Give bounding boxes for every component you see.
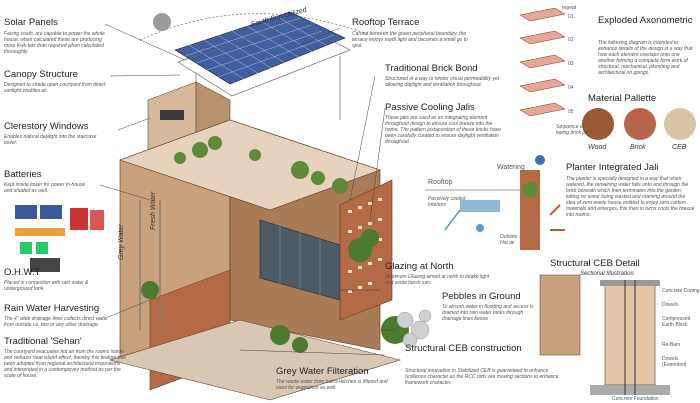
rain-water-harvesting-desc: The 4" wide drainage lines collects dire… — [4, 316, 109, 328]
exploded-axonometric-title: Exploded Axonometric — [598, 15, 693, 26]
water-tank-icon — [30, 258, 60, 272]
exploded-step-03: 03 — [568, 61, 574, 67]
ceb-detail-title: Structural CEB Detail — [550, 258, 640, 269]
planter-jali-desc: The planter is specially designed in a w… — [566, 176, 695, 218]
batteries-title: Batteries — [4, 169, 42, 180]
wood-swatch — [582, 108, 614, 140]
grey-water-pipe-label: Grey Water — [118, 224, 125, 260]
exploded-step-05: 05 — [568, 109, 574, 115]
ceb-label-earth-block: Compressed Earth Block — [662, 316, 691, 328]
sun-icon — [153, 13, 171, 31]
exploded-axonometric-desc: The following diagram is intended to enh… — [598, 40, 693, 76]
jali-outside-label: Outside Hot air — [500, 234, 518, 246]
passive-jalis-desc: These jalis are used as an integrating e… — [385, 115, 501, 145]
ceb-construction-title: Structural CEB construction — [405, 343, 522, 354]
ceb-label-dowels-ext: Dowels (Extended) — [662, 356, 687, 368]
solar-panels-title: Solar Panels — [4, 17, 58, 28]
glazing-north-title: Glazing at North — [385, 261, 454, 272]
ohwt-title: O.H.W.T — [4, 267, 41, 278]
ohwt-desc: Placed in connection with rain water & u… — [4, 280, 89, 292]
batteries-desc: Kept inside tower for power in-house and… — [4, 182, 86, 194]
solar-panels-desc: Facing south, are capable to power the w… — [4, 31, 105, 55]
grey-water-title: Grey Water Filteration — [276, 366, 369, 377]
ceb-label-coping: Concrete Coping — [662, 288, 700, 294]
pebbles-illustration — [396, 309, 432, 348]
fresh-water-pipe-label: Fresh Water — [150, 191, 157, 230]
pebbles-ground-desc: To absorb water in flooding and access i… — [442, 304, 534, 322]
passive-jalis-title: Passive Cooling Jalis — [385, 102, 475, 113]
ceb-detail-subtitle: Sectional Illustration — [580, 271, 634, 277]
canopy-structure-desc: Designed to shade open courtyard from di… — [4, 82, 106, 94]
palette-ceb-label: CEB — [672, 144, 687, 151]
ceb-label-dowels: Dowels — [662, 302, 679, 308]
clerestory-windows-desc: Enables natural daylight into the stairc… — [4, 134, 97, 146]
planter-jali-title: Planter Integrated Jali — [566, 162, 659, 173]
exploded-step-02: 02 — [568, 37, 574, 43]
brick-bond-title: Traditional Brick Bond — [385, 63, 478, 74]
rain-water-harvesting-title: Rain Water Harvesting — [4, 303, 100, 314]
jali-watering-label: Watering — [497, 164, 525, 171]
grey-water-desc: The waste water from baths+kitchen is fi… — [276, 379, 388, 391]
ceb-detail-illustration — [539, 274, 670, 395]
exploded-repeat-label: repeat — [562, 5, 577, 11]
ceb-label-foundation: Concrete Foundation — [612, 396, 659, 402]
brick-swatch — [624, 108, 656, 140]
brick-bond-desc: Structured in a way to hinder visual per… — [385, 76, 500, 88]
exploded-axonometric — [519, 7, 566, 117]
jali-cooling-diagram — [425, 155, 565, 250]
traditional-sehan-title: Traditional 'Sehan' — [4, 336, 82, 347]
exploded-seq-label: Sequence of laying brick jali — [556, 124, 589, 136]
ceb-construction-desc: Structural innovation in Stabilized CEB … — [405, 368, 559, 386]
traditional-sehan-desc: The courtyard evacuates hot air from the… — [4, 349, 126, 379]
palette-wood-label: Wood — [588, 144, 607, 151]
rooftop-terrace-desc: Carved between the green peripheral boun… — [352, 31, 468, 49]
clerestory-windows-title: Clerestory Windows — [4, 121, 89, 132]
exploded-step-01: 01 — [568, 14, 574, 20]
exploded-step-04: 04 — [568, 85, 574, 91]
ceb-label-rebars: Re-Bars — [662, 342, 681, 348]
pebbles-ground-title: Pebbles in Ground — [442, 291, 521, 302]
canopy-structure-title: Canopy Structure — [4, 69, 78, 80]
material-palette-title: Material Pallette — [588, 93, 657, 104]
glazing-north-desc: Maximum Glazing aimed at north to intake… — [385, 274, 490, 286]
jali-cooled-label: Passively cooled Interiors — [428, 196, 466, 208]
palette-brick-label: Brick — [630, 144, 646, 151]
rooftop-terrace-title: Rooftop Terrace — [352, 17, 420, 28]
ceb-swatch — [664, 108, 696, 140]
battery-illustration — [15, 205, 104, 254]
jali-rooftop-label: Rooftop — [428, 179, 453, 186]
